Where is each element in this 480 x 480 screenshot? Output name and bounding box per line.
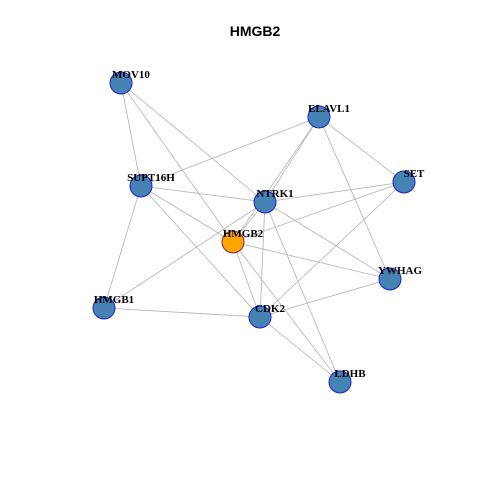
node-label-set: SET — [404, 168, 425, 180]
node-ldhb — [328, 370, 352, 394]
edge-hmgb1-cdk2 — [103, 307, 261, 318]
edge-elavl1-ywhag — [318, 116, 391, 280]
edge-mov10-hmgb2 — [120, 82, 234, 243]
edge-mov10-ntrk1 — [120, 82, 266, 203]
edge-set-cdk2 — [259, 181, 405, 318]
edge-hmgb2-ldhb — [232, 241, 341, 383]
node-label-hmgb2: HMGB2 — [223, 228, 264, 240]
edge-elavl1-ntrk1 — [264, 116, 320, 203]
node-elavl1 — [307, 105, 331, 129]
node-label-ntrk1: NTRK1 — [256, 188, 293, 200]
edge-supt16h-hmgb1 — [103, 185, 142, 309]
node-ywhag — [378, 267, 402, 291]
edge-hmgb2-ywhag — [232, 241, 391, 280]
node-supt16h — [129, 174, 153, 198]
edge-supt16h-cdk2 — [140, 185, 261, 318]
node-label-elavl1: ELAVL1 — [308, 103, 350, 115]
node-label-supt16h: SUPT16H — [127, 172, 175, 184]
node-set — [392, 170, 416, 194]
edge-hmgb2-cdk2 — [232, 241, 261, 318]
node-label-cdk2: CDK2 — [255, 303, 285, 315]
edge-elavl1-set — [318, 116, 405, 183]
node-label-hmgb1: HMGB1 — [94, 294, 134, 306]
edge-ywhag-cdk2 — [259, 278, 391, 318]
edge-ntrk1-set — [264, 181, 405, 203]
node-layer — [92, 71, 416, 394]
edge-mov10-supt16h — [120, 82, 142, 187]
edge-elavl1-supt16h — [140, 116, 320, 187]
node-label-ywhag: YWHAG — [378, 265, 422, 277]
node-hmgb1 — [92, 296, 116, 320]
node-mov10 — [109, 71, 133, 95]
edge-supt16h-ntrk1 — [140, 185, 266, 203]
edge-elavl1-hmgb2 — [232, 116, 320, 243]
edge-ntrk1-ywhag — [264, 201, 391, 280]
node-label-ldhb: LDHB — [334, 368, 366, 380]
graph-title: HMGB2 — [230, 23, 281, 39]
node-ntrk1 — [253, 190, 277, 214]
node-hmgb2 — [221, 230, 245, 254]
node-label-mov10: MOV10 — [112, 69, 150, 81]
edge-ntrk1-cdk2 — [259, 201, 266, 318]
edge-ntrk1-hmgb1 — [103, 201, 266, 309]
edge-ntrk1-ldhb — [264, 201, 341, 383]
edge-set-hmgb2 — [232, 181, 405, 243]
edge-supt16h-hmgb2 — [140, 185, 234, 243]
edge-cdk2-ldhb — [259, 316, 341, 383]
node-cdk2 — [248, 305, 272, 329]
